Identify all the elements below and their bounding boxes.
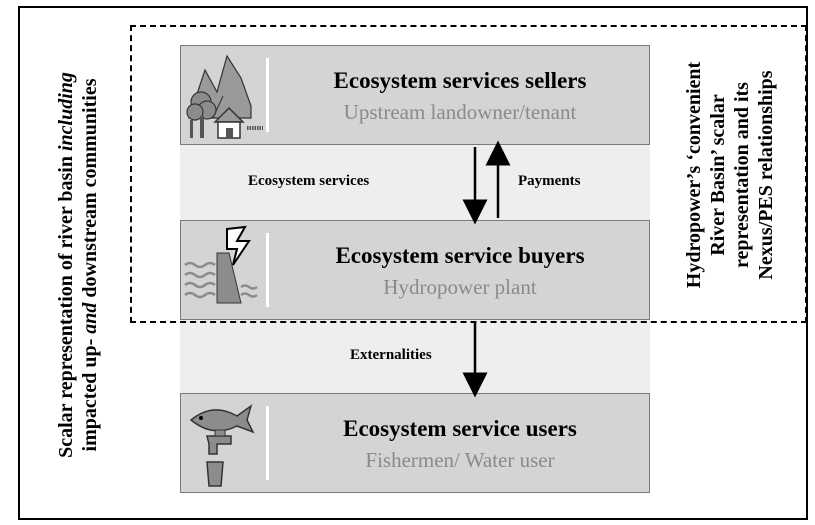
sellers-title: Ecosystem services sellers <box>333 68 587 93</box>
users-divider <box>266 406 269 480</box>
right-caption-line4: Nexus/PES relationships <box>755 70 777 280</box>
right-caption-line1: Hydropower’s ‘convenient <box>683 61 705 289</box>
users-subtitle: Fishermen/ Water user <box>365 448 555 472</box>
ecosystem-services-label: Ecosystem services <box>248 173 370 189</box>
band-buyers-users <box>180 318 650 394</box>
externalities-label: Externalities <box>350 347 432 363</box>
right-caption-line2: River Basin’ scalar <box>707 94 729 256</box>
hydropower-scope-boundary <box>130 25 807 323</box>
right-vertical-caption: Hydropower’s ‘convenient River Basin’ sc… <box>682 62 778 288</box>
buyers-title: Ecosystem service buyers <box>335 243 585 268</box>
right-caption-line3: representation and its <box>731 82 753 268</box>
left-caption-line2: impacted up- and downstream communities <box>79 78 101 452</box>
band-sellers-buyers <box>180 145 650 223</box>
dam-lightning-icon <box>184 225 258 304</box>
left-vertical-caption: Scalar representation of river basin inc… <box>54 72 102 458</box>
left-caption-line1: Scalar representation of river basin inc… <box>55 72 77 458</box>
mountains-trees-house-icon <box>186 54 263 139</box>
fish-faucet-icon <box>189 404 255 487</box>
users-title: Ecosystem service users <box>343 416 577 441</box>
users-box: Ecosystem service users Fishermen/ Water… <box>180 393 650 493</box>
payments-label: Payments <box>518 173 581 189</box>
sellers-box: Ecosystem services sellers Upstream land… <box>180 45 650 145</box>
sellers-subtitle: Upstream landowner/tenant <box>343 100 577 124</box>
buyers-divider <box>266 233 269 307</box>
sellers-divider <box>266 58 269 132</box>
buyers-box: Ecosystem service buyers Hydropower plan… <box>180 220 650 320</box>
buyers-subtitle: Hydropower plant <box>383 275 537 299</box>
